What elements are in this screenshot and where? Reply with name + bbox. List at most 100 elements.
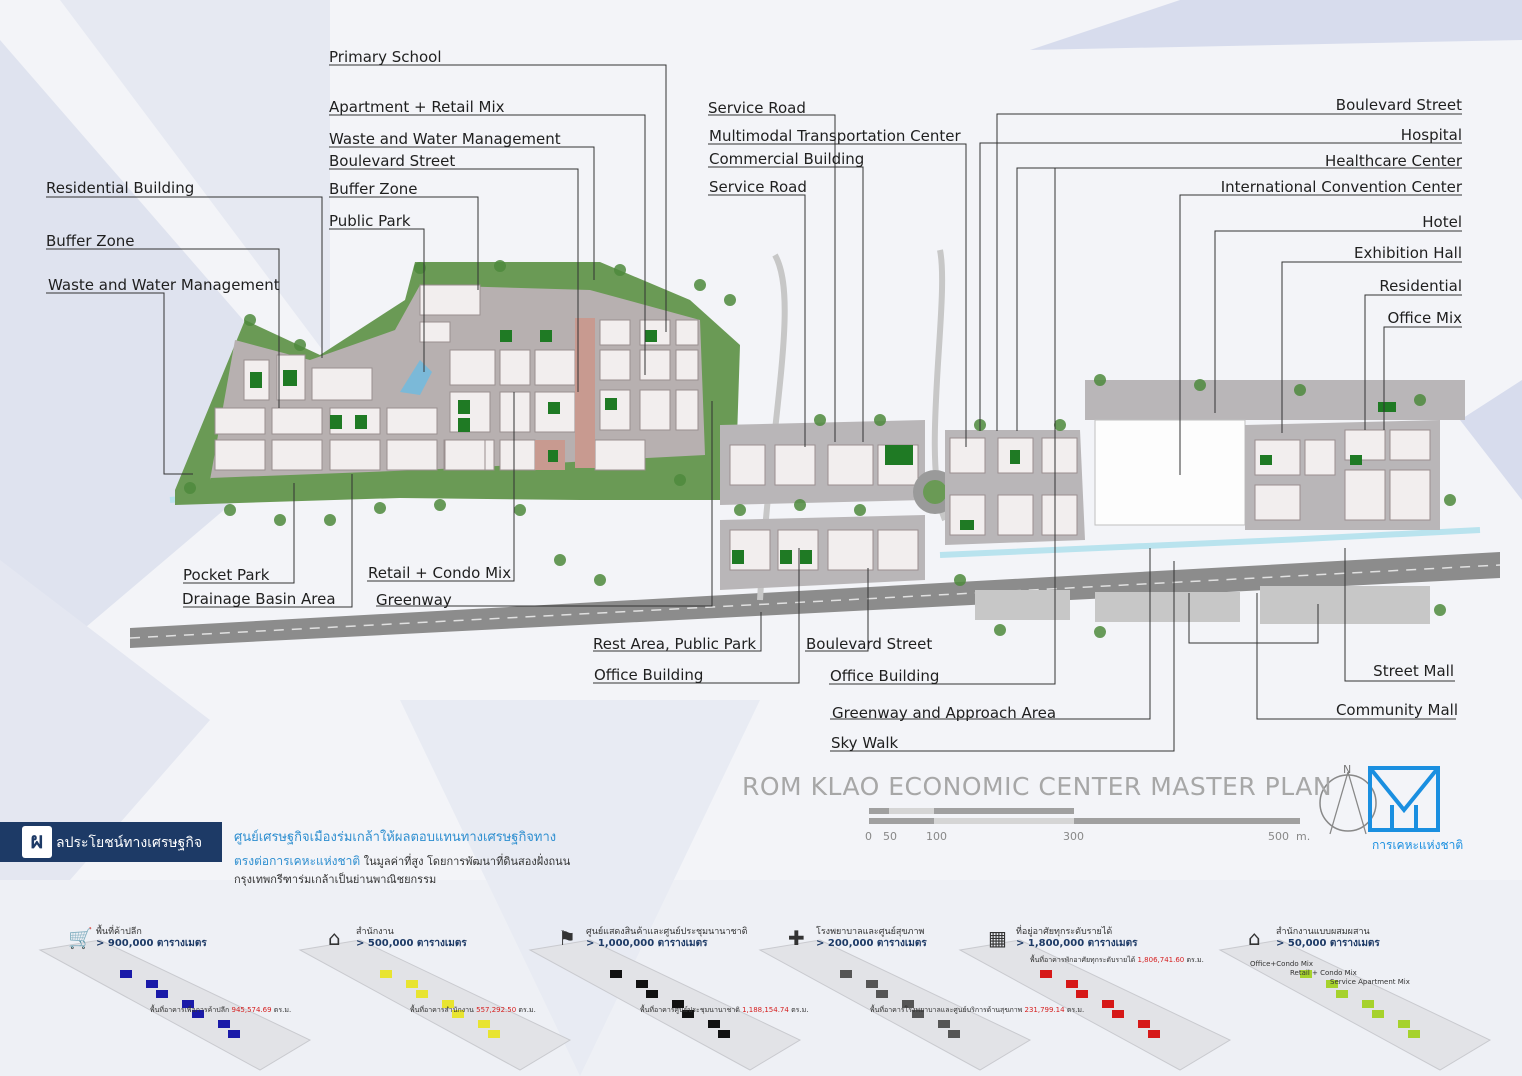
stat-value: > 50,000 ตารางเมตร <box>1276 938 1380 949</box>
stat-icon: ⚑ <box>558 926 576 950</box>
benefits-desc-line2-highlight: ตรงต่อการเคหะแห่งชาติ <box>234 854 361 868</box>
stat-icon: ⌂ <box>1248 926 1261 950</box>
label-hospital: Hospital <box>1400 126 1462 144</box>
stat-category: สำนักงานแบบผสมผสาน <box>1276 927 1370 937</box>
label-commercial-building: Commercial Building <box>709 150 865 168</box>
stat-category: ที่อยู่อาศัยทุกระดับรายได้ <box>1016 927 1113 937</box>
mini-plan-building <box>478 1020 490 1028</box>
mini-plan-building <box>146 980 158 988</box>
stat-area-value: 945,574.69 <box>231 1006 272 1014</box>
label-office-building-1: Office Building <box>594 666 704 684</box>
label-boulevard-street-1: Boulevard Street <box>329 152 456 170</box>
label-multimodal-transportation-center: Multimodal Transportation Center <box>709 127 961 145</box>
label-pocket-park: Pocket Park <box>183 566 270 584</box>
mini-plan-building <box>682 1010 694 1018</box>
label-waste-water-management-2: Waste and Water Management <box>48 276 280 294</box>
stat-area-label: พื้นที่อาคารเพื่อการค้าปลีก <box>150 1006 232 1014</box>
mini-plan-building <box>406 980 418 988</box>
label-healthcare-center: Healthcare Center <box>1324 152 1462 170</box>
label-boulevard-street-3: Boulevard Street <box>1335 96 1462 114</box>
label-buffer-zone-1: Buffer Zone <box>329 180 418 198</box>
stat-area-label: พื้นที่อาคารศูนย์ประชุมนานาชาติ <box>640 1006 743 1014</box>
mini-plan-building <box>1102 1000 1114 1008</box>
stat-category: พื้นที่ค้าปลีก <box>96 927 142 937</box>
scale-tick-500: 500 <box>1268 830 1289 843</box>
label-buffer-zone-2: Buffer Zone <box>46 232 135 250</box>
stat-area-unit: ตร.ม. <box>271 1006 292 1014</box>
mini-plan-building <box>380 970 392 978</box>
mini-plan-building <box>1326 980 1338 988</box>
stat-area-unit: ตร.ม. <box>516 1006 536 1014</box>
stat-icon: ✚ <box>788 926 805 950</box>
scale-unit: m. <box>1296 830 1311 843</box>
plan-title: ROM KLAO ECONOMIC CENTER MASTER PLAN <box>742 772 1333 801</box>
benefits-banner-title: ลประโยชน์ทางเศรษฐกิจ <box>56 835 203 851</box>
agency-logo-text: การเคหะแห่งชาติ <box>1372 838 1464 852</box>
mini-plan-base <box>38 939 312 1071</box>
label-residential: Residential <box>1379 277 1462 295</box>
label-hotel: Hotel <box>1422 213 1462 231</box>
label-office-building-2: Office Building <box>830 667 940 685</box>
stat-category: ศูนย์แสดงสินค้าและศูนย์ประชุมนานาชาติ <box>586 927 748 937</box>
label-exhibition-hall: Exhibition Hall <box>1353 244 1462 262</box>
mix-label: Retail + Condo Mix <box>1290 969 1357 977</box>
stat-area: พื้นที่อาคารโรงพยาบาลและศูนย์บริการด้านส… <box>870 1005 1084 1016</box>
mini-plan-building <box>488 1030 500 1038</box>
mix-label: Service Apartment Mix <box>1330 978 1410 986</box>
mini-plan-building <box>840 970 852 978</box>
mini-plan-building <box>192 1010 204 1018</box>
stat-icon: 🛒 <box>68 926 93 950</box>
label-international-convention-center: International Convention Center <box>1220 178 1462 196</box>
stat-value: > 500,000 ตารางเมตร <box>356 938 467 949</box>
mini-plan-building <box>182 1000 194 1008</box>
mini-plan-base <box>528 939 802 1071</box>
label-sky-walk: Sky Walk <box>831 734 899 752</box>
stat-category: สำนักงาน <box>356 927 394 937</box>
label-service-road-2: Service Road <box>709 178 807 196</box>
stat-area-value: 1,188,154.74 <box>742 1006 789 1014</box>
mini-plan-building <box>442 1000 454 1008</box>
mini-plan-building <box>902 1000 914 1008</box>
mini-plan-building <box>1076 990 1088 998</box>
label-greenway-approach-area: Greenway and Approach Area <box>832 704 1057 722</box>
stat-icon: ⌂ <box>328 926 341 950</box>
label-community-mall: Community Mall <box>1335 701 1458 719</box>
stat-value: > 200,000 ตารางเมตร <box>816 938 927 949</box>
benefits-desc-line2-rest: ในมูลค่าที่สูง โดยการพัฒนาที่ดินสองฝั่งถ… <box>360 855 571 868</box>
stat-area: พื้นที่อาคารเพื่อการค้าปลีก 945,574.69 ต… <box>150 1005 291 1016</box>
stat-area-value: 231,799.14 <box>1024 1006 1065 1014</box>
mini-plan-building <box>1336 990 1348 998</box>
mini-plan-building <box>416 990 428 998</box>
label-apartment-retail-mix: Apartment + Retail Mix <box>329 98 505 116</box>
benefits-banner-letter: ผ <box>22 826 52 858</box>
scale-tick-300: 300 <box>1063 830 1084 843</box>
mini-plan-building <box>1362 1000 1374 1008</box>
scale-tick-100: 100 <box>926 830 947 843</box>
north-label: N <box>1343 763 1352 776</box>
mini-plan-building <box>948 1030 960 1038</box>
mini-plan-building <box>452 1010 464 1018</box>
stat-area-unit: ตร.ม. <box>1184 956 1204 964</box>
mini-plan-building <box>1112 1010 1124 1018</box>
mini-plan-building <box>1040 970 1052 978</box>
label-waste-water-management-1: Waste and Water Management <box>329 130 561 148</box>
mini-plan-building <box>876 990 888 998</box>
stat-area-label: พื้นที่อาคารพักอาศัยทุกระดับรายได้ <box>1030 956 1138 964</box>
stat-area: พื้นที่อาคารสำนักงาน 557,292.50 ตร.ม. <box>410 1005 536 1016</box>
stat-icon: ▦ <box>988 926 1007 950</box>
stat-area-unit: ตร.ม. <box>788 1006 809 1014</box>
label-public-park: Public Park <box>329 212 411 230</box>
mini-plan-building <box>1398 1020 1410 1028</box>
mini-plan-building <box>1372 1010 1384 1018</box>
scale-tick-50: 50 <box>883 830 897 843</box>
label-service-road-1: Service Road <box>708 99 806 117</box>
mini-plan-building <box>1148 1030 1160 1038</box>
label-boulevard-street-2: Boulevard Street <box>806 635 933 653</box>
mini-plan-building <box>228 1030 240 1038</box>
mix-label: Office+Condo Mix <box>1250 960 1313 968</box>
mini-plan-building <box>708 1020 720 1028</box>
mini-plan-base <box>1218 939 1492 1071</box>
stat-value: > 1,800,000 ตารางเมตร <box>1016 938 1138 949</box>
benefits-desc-line2: ตรงต่อการเคหะแห่งชาติ ในมูลค่าที่สูง โดย… <box>234 852 570 871</box>
mini-plan-building <box>1138 1020 1150 1028</box>
